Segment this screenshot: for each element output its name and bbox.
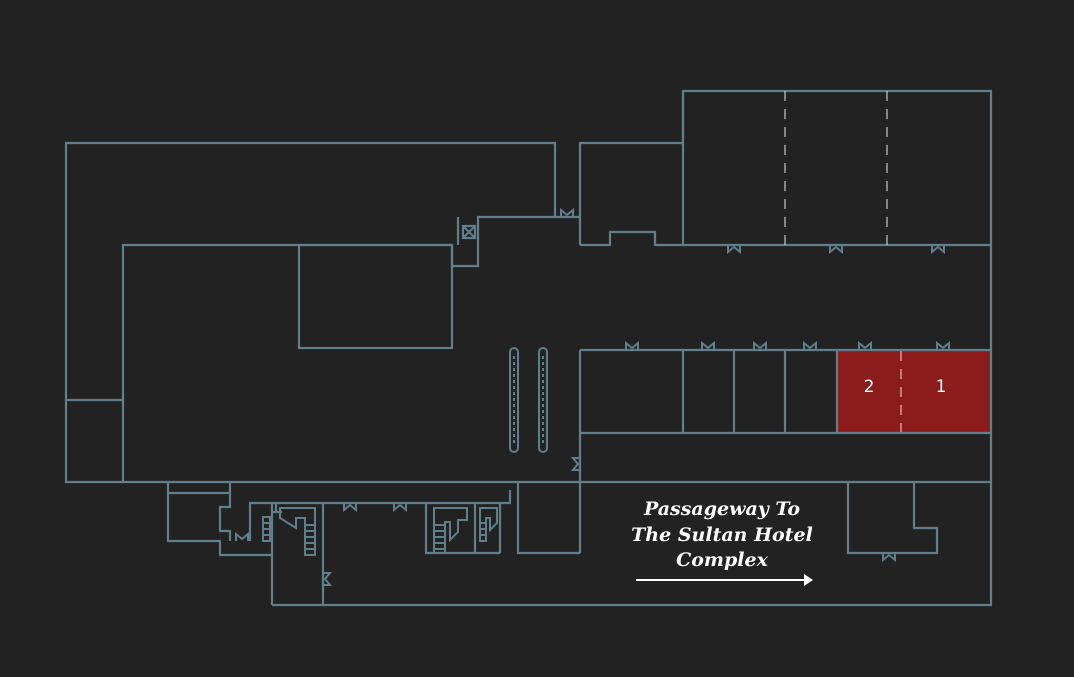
room-1[interactable]	[901, 351, 991, 433]
passageway-line-3: Complex	[676, 549, 768, 571]
room-1-label: 1	[936, 377, 947, 397]
stairs	[262, 507, 498, 556]
room-2-label: 2	[864, 377, 875, 397]
walls	[64, 89, 993, 607]
arrow-right-icon	[636, 574, 813, 586]
room-2[interactable]	[838, 351, 901, 433]
passageway-label: Passageway To The Sultan Hotel Complex	[631, 498, 813, 586]
escalators	[509, 347, 548, 453]
passageway-line-1: Passageway To	[643, 498, 800, 520]
door-icons	[235, 207, 950, 586]
passageway-line-2: The Sultan Hotel	[631, 524, 813, 546]
